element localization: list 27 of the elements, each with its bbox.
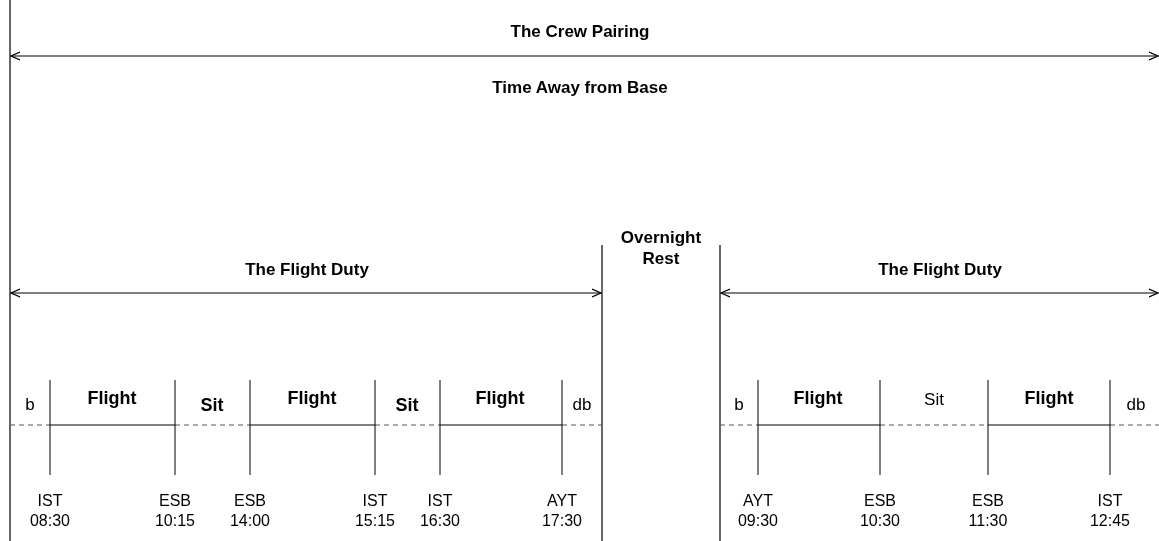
dimension-label: The Flight Duty bbox=[244, 259, 370, 281]
segment-label: Sit bbox=[923, 389, 945, 411]
dimension-label: Time Away from Base bbox=[491, 77, 669, 99]
time-label: IST 16:30 bbox=[418, 491, 461, 531]
segment-label: Flight bbox=[474, 386, 526, 410]
segment-label: Flight bbox=[1023, 386, 1075, 410]
dimension-label: The Crew Pairing bbox=[509, 21, 651, 43]
dimension-label: The Flight Duty bbox=[877, 259, 1003, 281]
time-label: IST 08:30 bbox=[28, 491, 71, 531]
segment-label: Flight bbox=[792, 386, 844, 410]
segment-label: db bbox=[1125, 394, 1147, 416]
time-label: AYT 09:30 bbox=[736, 491, 779, 531]
segment-label: b bbox=[24, 394, 36, 416]
segment-label: Flight bbox=[286, 386, 338, 410]
rest-label: Overnight Rest bbox=[619, 226, 703, 270]
segment-label: db bbox=[571, 394, 593, 416]
time-label: ESB 14:00 bbox=[228, 491, 271, 531]
time-label: ESB 10:30 bbox=[858, 491, 901, 531]
segment-label: b bbox=[733, 394, 745, 416]
time-label: IST 12:45 bbox=[1088, 491, 1131, 531]
time-label: AYT 17:30 bbox=[540, 491, 583, 531]
segment-label: Sit bbox=[199, 393, 225, 417]
time-label: IST 15:15 bbox=[353, 491, 396, 531]
segment-label: Flight bbox=[86, 386, 138, 410]
segment-label: Sit bbox=[394, 393, 420, 417]
time-label: ESB 10:15 bbox=[153, 491, 196, 531]
time-label: ESB 11:30 bbox=[967, 491, 1009, 531]
